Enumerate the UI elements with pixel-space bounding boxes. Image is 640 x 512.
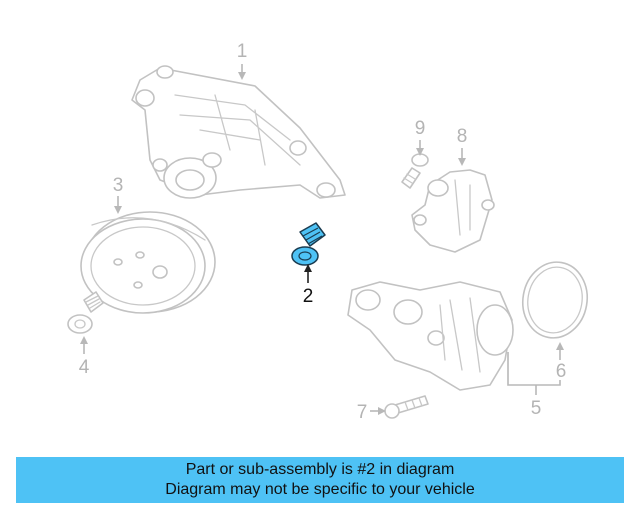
bolt-2-highlighted[interactable] [291, 222, 326, 266]
pulley[interactable] [80, 211, 216, 314]
bolt-9[interactable] [401, 153, 429, 189]
callout-9[interactable]: 9 [415, 118, 426, 139]
caption-banner: Part or sub-assembly is #2 in diagram Di… [16, 457, 624, 503]
callout-5[interactable]: 5 [531, 398, 542, 419]
leader-5 [507, 352, 561, 386]
caption-line-disclaimer: Diagram may not be specific to your vehi… [165, 481, 475, 498]
callout-3[interactable]: 3 [113, 175, 124, 196]
callout-6[interactable]: 6 [556, 361, 567, 382]
water-pump-housing[interactable] [131, 65, 346, 199]
callout-8[interactable]: 8 [457, 126, 468, 147]
caption-line-part: Part or sub-assembly is #2 in diagram [185, 461, 455, 478]
callout-2[interactable]: 2 [303, 286, 314, 307]
thermostat-housing[interactable] [347, 281, 514, 391]
callout-4[interactable]: 4 [79, 357, 90, 378]
bolt-4[interactable] [67, 291, 104, 334]
callout-7[interactable]: 7 [357, 402, 368, 423]
thermostat-outlet[interactable] [411, 169, 495, 253]
bolt-7[interactable] [384, 395, 429, 419]
o-ring[interactable] [517, 257, 593, 343]
parts-diagram: 1 2 3 4 5 6 7 8 9 [67, 41, 593, 423]
callout-1[interactable]: 1 [237, 41, 248, 62]
